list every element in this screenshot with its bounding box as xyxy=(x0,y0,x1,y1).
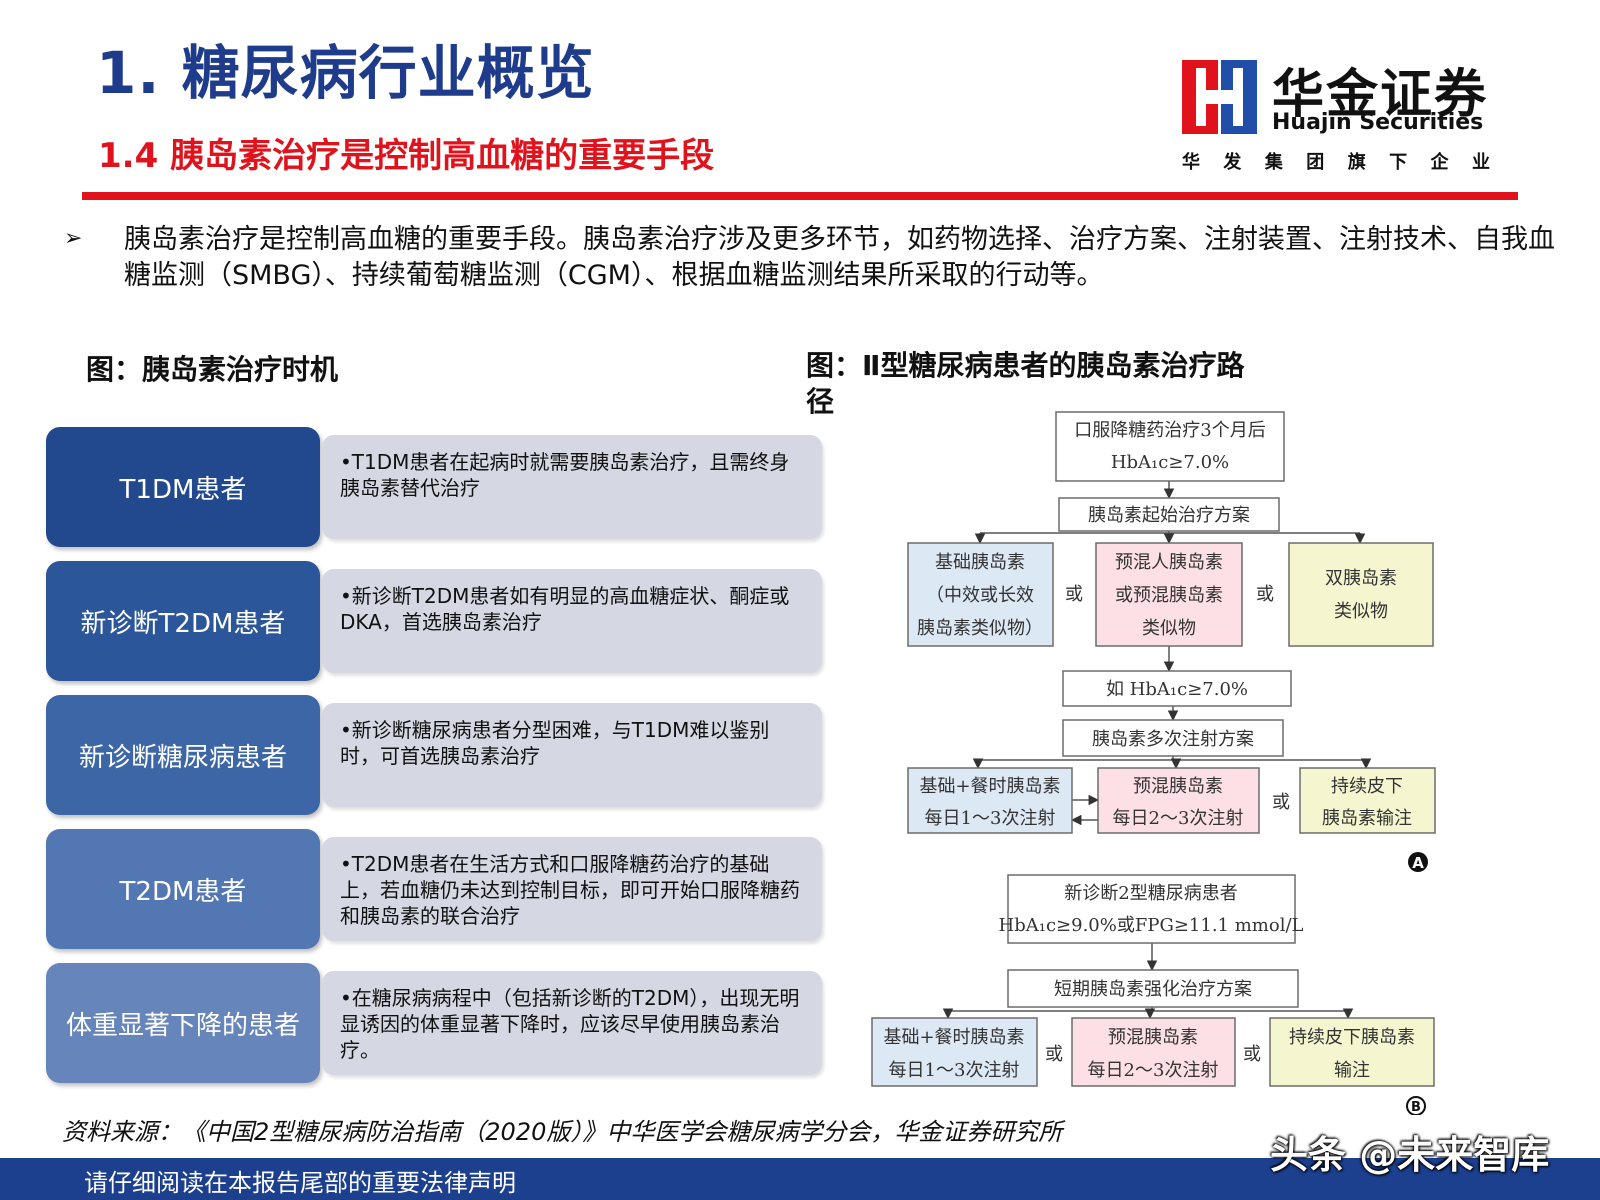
flow-node-text: 输注 xyxy=(1334,1060,1370,1081)
flow-or-label: 或 xyxy=(1045,1044,1063,1065)
row-label: 体重显著下降的患者 xyxy=(46,963,320,1083)
flow-node-text: 持续皮下 xyxy=(1331,776,1403,797)
flow-node-text: 每日1～3次注射 xyxy=(889,1060,1020,1081)
flow-node-text: 双胰岛素 xyxy=(1325,568,1397,589)
flow-node-text: 类似物 xyxy=(1334,601,1388,622)
header-divider xyxy=(82,192,1518,200)
flow-node-multi-plan xyxy=(1062,719,1284,757)
figure2-title: 图：Ⅱ型糖尿病患者的胰岛素治疗路 径 xyxy=(806,348,1244,420)
flow-node-new-t2dm xyxy=(1007,874,1296,944)
flow-option-b-premix xyxy=(1071,1017,1236,1087)
row-description: •新诊断糖尿病患者分型困难，与T1DM难以鉴别时，可首选胰岛素治疗 xyxy=(322,703,822,807)
source-citation: 资料来源：《中国2型糖尿病防治指南（2020版）》中华医学会糖尿病学分会，华金证… xyxy=(62,1118,1063,1146)
row-description: •在糖尿病病程中（包括新诊断的T2DM），出现无明显诱因的体重显著下降时，应该尽… xyxy=(322,971,822,1075)
row-label: T2DM患者 xyxy=(46,829,320,949)
flow-option-premix-multi xyxy=(1097,767,1260,834)
flow-option-basal-bolus xyxy=(907,767,1073,834)
flow-node-text: 预混人胰岛素 xyxy=(1115,552,1223,573)
tagline-char: 集 xyxy=(1264,152,1283,173)
flow-node-text: 胰岛素类似物） xyxy=(917,618,1043,639)
tagline-char: 团 xyxy=(1306,152,1325,173)
flow-node-text: 每日2～3次注射 xyxy=(1088,1060,1219,1081)
intro-paragraph: 胰岛素治疗是控制高血糖的重要手段。胰岛素治疗涉及更多环节，如药物选择、治疗方案、… xyxy=(124,224,1555,291)
pathway-a: 口服降糖药治疗3个月后 HbA₁c≥7.0% 胰岛素起始治疗方案 基础胰岛素 （… xyxy=(907,411,1436,872)
logo-name-cn: 华金证券 xyxy=(1272,65,1489,125)
flow-node-condition xyxy=(1062,670,1292,707)
row-label: 新诊断糖尿病患者 xyxy=(46,695,320,815)
flow-or-label: 或 xyxy=(1272,792,1290,813)
flow-node-text: 如 HbA₁c≥7.0% xyxy=(1106,679,1248,700)
flow-option-csii xyxy=(1299,767,1436,834)
tagline-char: 发 xyxy=(1223,152,1242,173)
marker-a-icon xyxy=(1408,852,1428,872)
logo-tagline: 华 发 集 团 旗 下 企 业 xyxy=(1182,148,1490,174)
insulin-pathway-flowchart: 口服降糖药治疗3个月后 HbA₁c≥7.0% 胰岛素起始治疗方案 基础胰岛素 （… xyxy=(871,411,1436,1115)
figure1-title: 图：胰岛素治疗时机 xyxy=(86,353,339,386)
flow-node-text: 基础胰岛素 xyxy=(935,552,1025,573)
flow-node-text: 或预混胰岛素 xyxy=(1115,585,1223,606)
flow-node-initial-plan xyxy=(1058,497,1280,532)
page-title: 1. 糖尿病行业概览 xyxy=(96,39,595,107)
flow-connectors xyxy=(942,481,1372,1020)
flow-node-text: 胰岛素起始治疗方案 xyxy=(1088,505,1250,526)
row-description: •T2DM患者在生活方式和口服降糖药治疗的基础上，若血糖仍未达到控制目标，即可开… xyxy=(322,837,822,941)
row-description: •新诊断T2DM患者如有明显的高血糖症状、酮症或DKA，首选胰岛素治疗 xyxy=(322,569,822,673)
flow-option-dual xyxy=(1288,542,1434,647)
flow-node-text: HbA₁c≥7.0% xyxy=(1111,452,1229,473)
flow-node-text: 预混胰岛素 xyxy=(1133,776,1223,797)
arrow-bullet-icon: ➢ xyxy=(64,226,83,251)
flow-option-b-basal-bolus xyxy=(871,1017,1038,1087)
flow-node-text: HbA₁c≥9.0%或FPG≥11.1 mmol/L xyxy=(999,915,1304,936)
flow-node-text: 胰岛素输注 xyxy=(1322,808,1412,829)
footer-bar xyxy=(0,1158,1600,1200)
row-description: •T1DM患者在起病时就需要胰岛素治疗，且需终身胰岛素替代治疗 xyxy=(322,435,822,539)
flow-option-b-csii xyxy=(1269,1017,1435,1087)
flow-node-start xyxy=(1055,411,1285,482)
tagline-char: 下 xyxy=(1389,152,1408,173)
flow-option-basal xyxy=(907,542,1054,647)
watermark: 头条 @未来智库 xyxy=(1270,1133,1550,1177)
logo-name-en: Huajin Securities xyxy=(1272,110,1484,135)
marker-b-icon xyxy=(1406,1096,1426,1115)
flow-node-text: 新诊断2型糖尿病患者 xyxy=(1064,883,1237,904)
flow-node-text: 预混胰岛素 xyxy=(1108,1027,1198,1048)
pathway-b: 新诊断2型糖尿病患者 HbA₁c≥9.0%或FPG≥11.1 mmol/L 短期… xyxy=(871,874,1435,1115)
tagline-char: 企 xyxy=(1430,152,1449,173)
flow-node-text: 每日1～3次注射 xyxy=(925,808,1056,829)
tagline-char: 旗 xyxy=(1347,152,1366,173)
tagline-char: 业 xyxy=(1471,152,1490,173)
flow-node-text: 短期胰岛素强化治疗方案 xyxy=(1054,979,1252,1000)
figure2-title-line1: 图：Ⅱ型糖尿病患者的胰岛素治疗路 xyxy=(806,349,1245,382)
flow-or-label: 或 xyxy=(1065,584,1083,605)
flow-node-text: 胰岛素多次注射方案 xyxy=(1092,729,1254,750)
marker-b-label: B xyxy=(1411,1100,1421,1115)
row-label: 新诊断T2DM患者 xyxy=(46,561,320,681)
flow-node-text: 类似物 xyxy=(1142,618,1196,639)
figure2-title-line2: 径 xyxy=(806,385,835,418)
flow-option-premix xyxy=(1095,542,1243,647)
huajin-logo-icon xyxy=(1182,60,1257,134)
flow-or-label: 或 xyxy=(1243,1044,1261,1065)
flow-node-text: 口服降糖药治疗3个月后 xyxy=(1074,420,1265,441)
flow-node-short-plan xyxy=(1007,969,1299,1008)
legal-disclaimer: 请仔细阅读在本报告尾部的重要法律声明 xyxy=(84,1169,516,1197)
flow-node-text: 基础+餐时胰岛素 xyxy=(919,776,1060,797)
flow-node-text: 持续皮下胰岛素 xyxy=(1289,1027,1415,1048)
marker-a-label: A xyxy=(1412,854,1424,872)
section-subtitle: 1.4 胰岛素治疗是控制高血糖的重要手段 xyxy=(98,136,715,176)
flow-or-label: 或 xyxy=(1256,584,1274,605)
flow-node-text: 基础+餐时胰岛素 xyxy=(883,1027,1024,1048)
tagline-char: 华 xyxy=(1182,152,1200,173)
flow-node-text: 每日2～3次注射 xyxy=(1113,808,1244,829)
row-label: T1DM患者 xyxy=(46,427,320,547)
flow-node-text: （中效或长效 xyxy=(926,585,1034,606)
